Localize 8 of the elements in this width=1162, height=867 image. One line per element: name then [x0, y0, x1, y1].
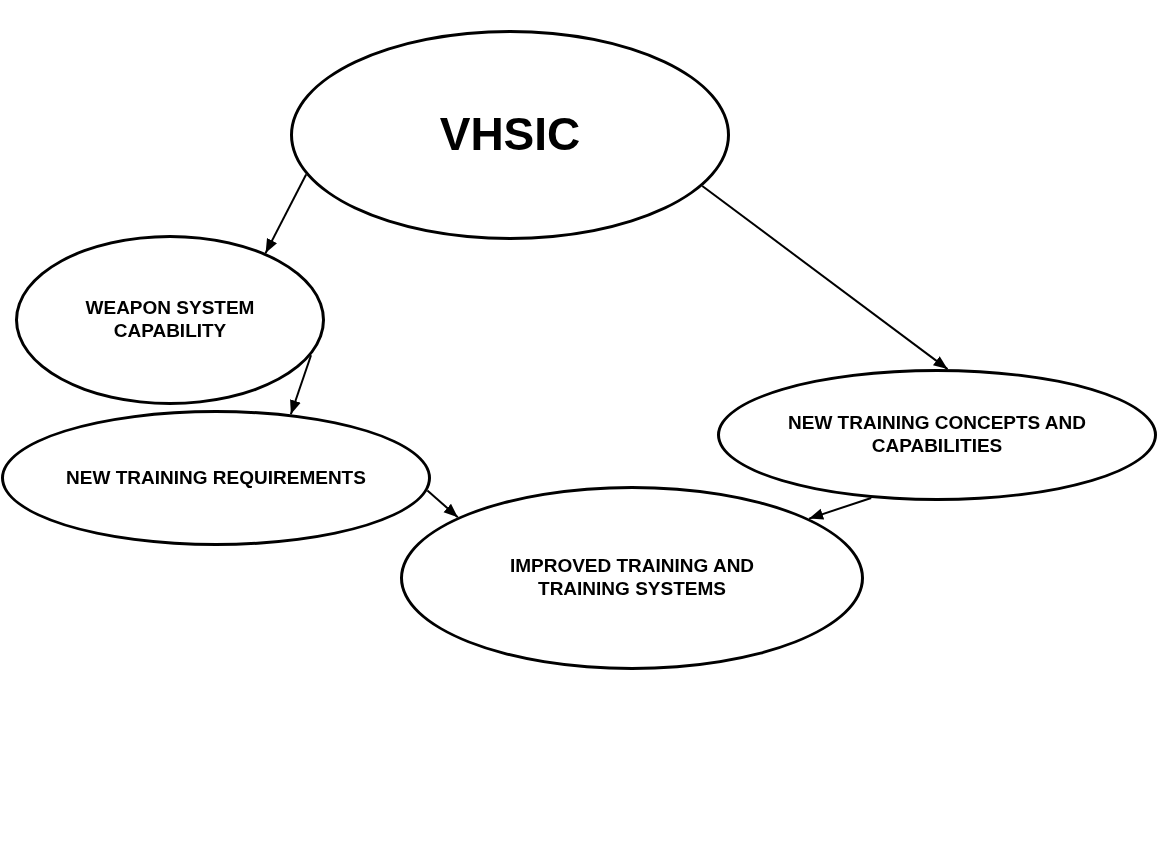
node-label: IMPROVED TRAINING AND TRAINING SYSTEMS — [508, 555, 756, 601]
node-label: NEW TRAINING REQUIREMENTS — [66, 466, 366, 490]
arrow — [289, 354, 313, 416]
node-label: VHSIC — [439, 107, 581, 163]
arrow — [701, 185, 949, 371]
arrow — [264, 173, 308, 255]
node-label: WEAPON SYSTEM CAPABILITY — [84, 297, 256, 343]
node-label: NEW TRAINING CONCEPTS AND CAPABILITIES — [787, 412, 1087, 458]
